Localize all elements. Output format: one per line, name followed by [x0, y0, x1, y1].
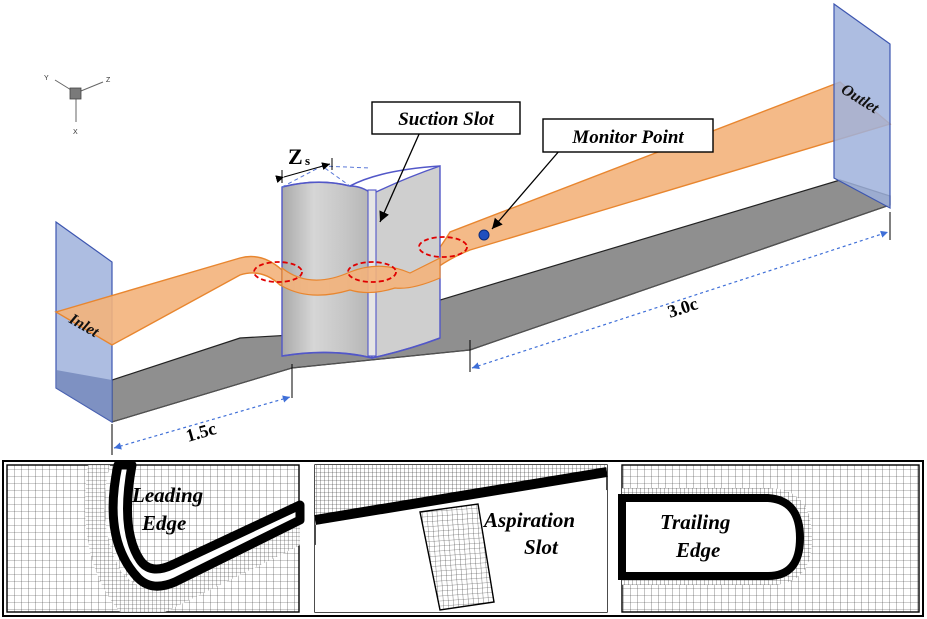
dimension-lines — [111, 158, 891, 455]
highlight-ellipses — [253, 236, 468, 283]
suction-slot-callout-box — [371, 101, 521, 135]
aspiration-slot-label-line2: Slot — [524, 535, 559, 559]
axis-x-label: X — [73, 129, 78, 136]
midspan-section-on-blade — [281, 257, 441, 296]
highlight-ellipse-leading — [253, 261, 303, 283]
suction-slot-label: Suction Slot — [398, 109, 494, 130]
zs-label-sub: s — [305, 153, 310, 168]
highlight-ellipse-slot — [347, 261, 397, 283]
leading-edge-label-line1: Leading — [131, 483, 203, 507]
outlet-plane — [833, 2, 891, 210]
mesh-panel-aspiration-slot: Aspiration Slot — [314, 464, 608, 613]
aspiration-slot-mesh — [419, 503, 495, 611]
monitor-point-icon — [478, 229, 490, 241]
mesh-panels-frame — [2, 460, 924, 617]
dimension-downstream — [471, 230, 889, 370]
downstream-length-label: 3.0c — [665, 293, 700, 321]
monitor-point-pointer — [491, 149, 561, 230]
dimension-upstream — [113, 395, 291, 450]
monitor-point-label: Monitor Point — [571, 127, 684, 148]
dimension-zs — [275, 162, 331, 184]
monitor-point-callout-box — [542, 118, 714, 153]
mesh-panel-trailing-edge: Trailing Edge — [618, 464, 920, 613]
upstream-length-label: 1.5c — [184, 418, 219, 446]
trailing-edge-label-line2: Edge — [675, 538, 720, 562]
aspiration-slot-label-line1: Aspiration — [482, 508, 575, 532]
axis-z-label: Z — [106, 77, 111, 84]
coordinate-axes-icon: Y Z X — [44, 75, 111, 136]
leading-edge-label-line2: Edge — [141, 511, 186, 535]
suction-slot-pointer — [379, 131, 421, 223]
mesh-panel-leading-edge: Leading Edge — [6, 460, 305, 613]
trailing-edge-label-line1: Trailing — [660, 510, 730, 534]
blade-body — [281, 165, 441, 359]
highlight-ellipse-trailing — [418, 236, 468, 258]
zs-label-main: Z — [288, 144, 303, 169]
axis-y-label: Y — [44, 75, 49, 82]
